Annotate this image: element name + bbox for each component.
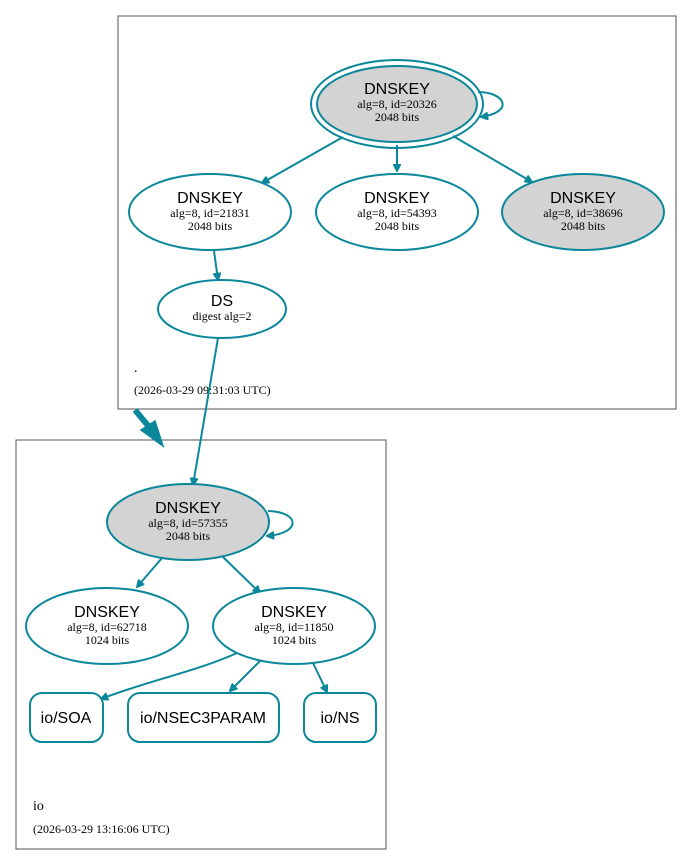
node-alg-id: alg=8, id=62718 (67, 620, 147, 634)
edge-root-ksk-to-21831 (262, 136, 344, 183)
edge-io-ksk-to-62718 (137, 557, 163, 587)
zone-root-timestamp: (2026-03-29 09:31:03 UTC) (134, 383, 271, 397)
edge-root-ksk-to-38696 (452, 135, 532, 182)
edge-11850-to-soa (101, 652, 238, 699)
node-root-zsk-54393[interactable]: DNSKEY alg=8, id=54393 2048 bits (315, 173, 479, 251)
node-key-size: 1024 bits (85, 633, 130, 647)
node-io-ds[interactable]: DS digest alg=2 (157, 279, 287, 339)
node-alg-id: alg=8, id=21831 (170, 206, 250, 220)
node-key-size: 1024 bits (272, 633, 317, 647)
edge-11850-to-ns (312, 662, 327, 692)
node-io-soa[interactable]: io/SOA (29, 692, 104, 743)
edges (101, 91, 532, 699)
node-root-ksk[interactable]: DNSKEY alg=8, id=20326 2048 bits (310, 59, 484, 149)
node-title: io/NSEC3PARAM (140, 710, 266, 727)
node-io-zsk-62718[interactable]: DNSKEY alg=8, id=62718 1024 bits (25, 587, 189, 665)
node-key-size: 2048 bits (375, 110, 420, 124)
node-alg-id: alg=8, id=11850 (254, 620, 333, 634)
node-title: DNSKEY (177, 190, 243, 207)
edge-21831-to-ds (213, 250, 218, 280)
delegation-arrowhead (139, 419, 165, 448)
node-title: DNSKEY (74, 604, 140, 621)
edge-io-ksk-self (267, 510, 294, 536)
node-title: DNSKEY (550, 190, 616, 207)
node-io-nsec3param[interactable]: io/NSEC3PARAM (127, 692, 280, 743)
node-alg-id: alg=8, id=54393 (357, 206, 437, 220)
node-alg-id: alg=8, id=57355 (148, 516, 228, 530)
node-title: DNSKEY (261, 604, 327, 621)
node-alg-id: alg=8, id=38696 (543, 206, 623, 220)
zone-io-timestamp: (2026-03-29 13:16:06 UTC) (33, 822, 170, 836)
node-key-size: 2048 bits (188, 219, 233, 233)
node-key-size: 2048 bits (166, 529, 211, 543)
edge-io-ksk-to-11850 (222, 556, 260, 593)
node-title: io/SOA (41, 710, 92, 727)
node-root-zsk-21831[interactable]: DNSKEY alg=8, id=21831 2048 bits (128, 173, 292, 251)
node-io-ns[interactable]: io/NS (303, 692, 377, 743)
node-root-ksk-38696[interactable]: DNSKEY alg=8, id=38696 2048 bits (501, 173, 665, 251)
node-title: io/NS (320, 710, 359, 727)
node-title: DNSKEY (155, 500, 221, 517)
node-key-size: 2048 bits (561, 219, 606, 233)
node-io-ksk[interactable]: DNSKEY alg=8, id=57355 2048 bits (106, 483, 270, 561)
edge-11850-to-nsec3param (230, 659, 262, 691)
node-alg-id: alg=8, id=20326 (357, 97, 437, 111)
node-title: DNSKEY (364, 81, 430, 98)
zone-root-label: . (134, 361, 138, 376)
edge-root-ksk-self (477, 91, 504, 117)
node-title: DNSKEY (364, 190, 430, 207)
node-title: DS (211, 293, 233, 310)
node-io-zsk-11850[interactable]: DNSKEY alg=8, id=11850 1024 bits (212, 587, 376, 665)
edge-ds-to-io-ksk (193, 337, 219, 485)
zone-io-label: io (33, 799, 44, 814)
node-key-size: 2048 bits (375, 219, 420, 233)
node-digest: digest alg=2 (192, 309, 251, 323)
